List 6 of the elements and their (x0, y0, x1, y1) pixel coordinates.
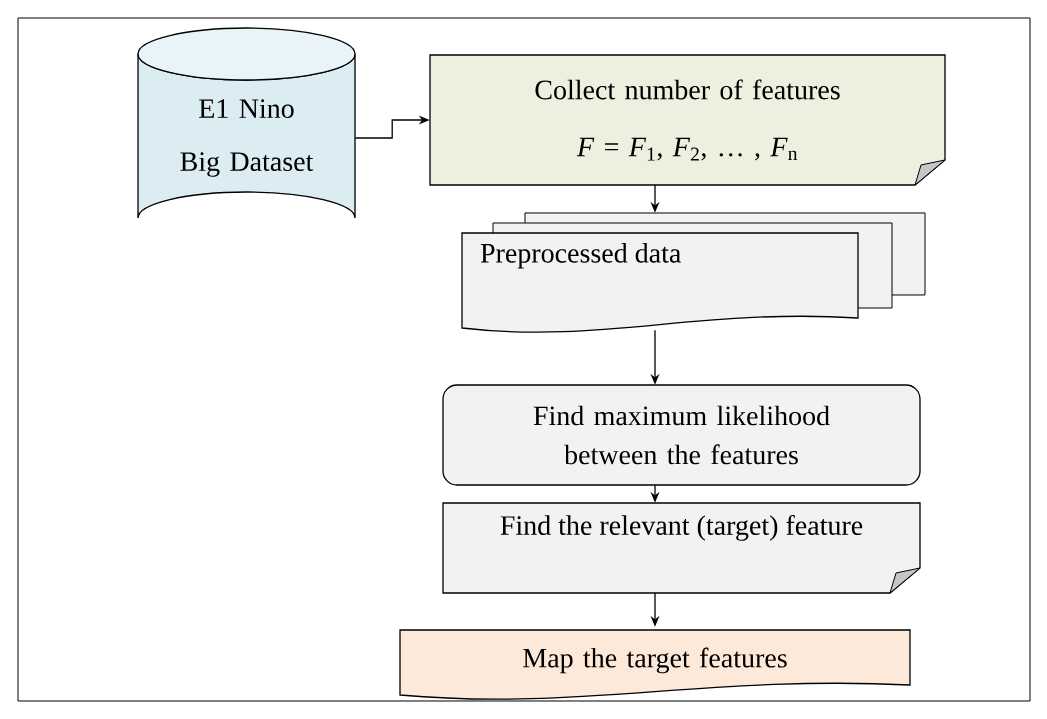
multi-document-stack: Preprocessed data (461, 212, 926, 333)
document-box: Find the relevant (target) feature (442, 502, 921, 594)
process-box: Find maximum likelihood between the features (442, 384, 921, 486)
document-box: Map the target features (399, 629, 911, 700)
document-box: Collect number of features F = F$_{1}$, F$_{2}$, … , F$_{n}$ (429, 54, 946, 186)
database-cylinder: E1 Nino Big Dataset (137, 27, 356, 219)
